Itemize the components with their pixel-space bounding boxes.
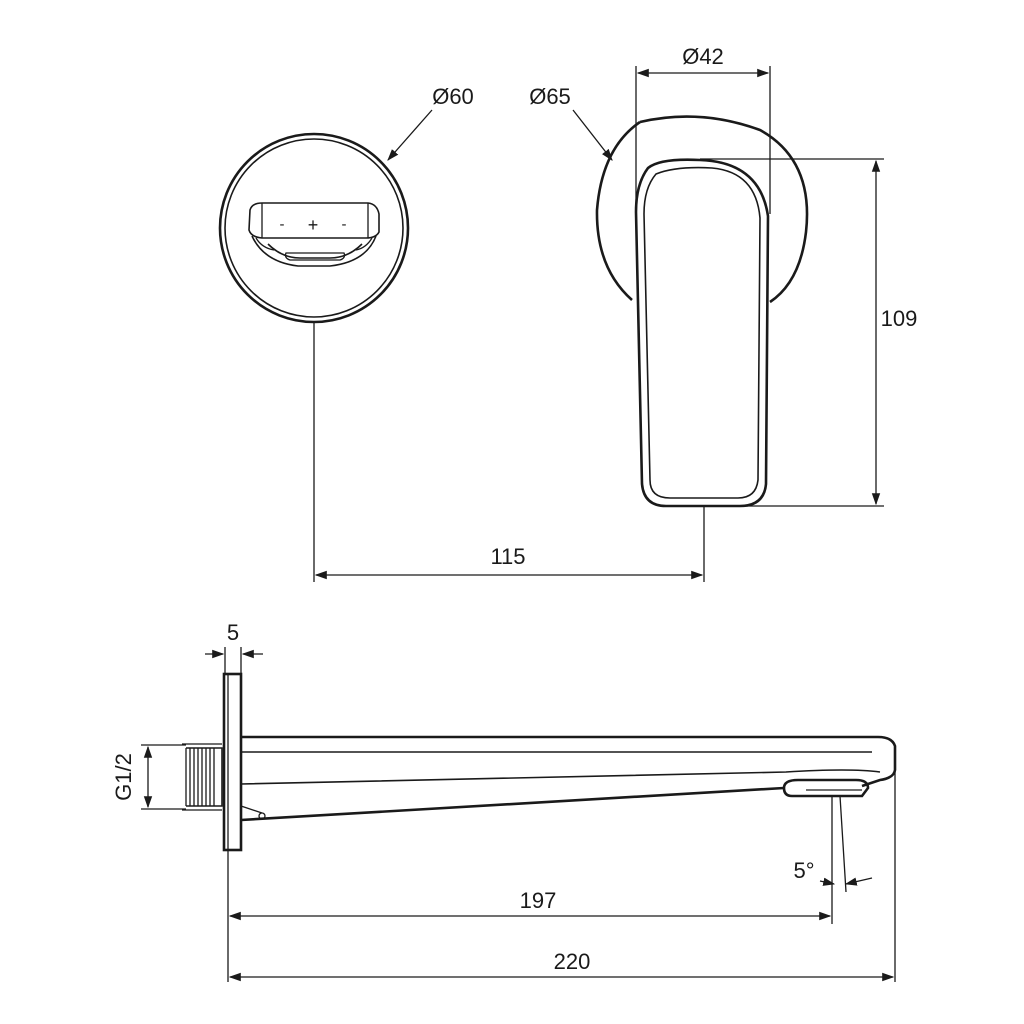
dimension-5-label: 5: [227, 620, 239, 645]
spout-view: [182, 672, 897, 852]
symbol-plus: +: [308, 215, 319, 235]
side-view-lever: [595, 115, 809, 508]
dimension-220-label: 220: [554, 949, 591, 974]
dimension-o65-label: Ø65: [529, 84, 571, 109]
dimension-o42: [635, 66, 771, 214]
dimension-g12: [141, 744, 186, 810]
dimension-197-label: 197: [520, 888, 557, 913]
dimension-197: [227, 796, 833, 982]
dimension-109: [700, 158, 884, 507]
dimension-109-label: 109: [881, 306, 918, 331]
angle-5-degree: [819, 795, 873, 893]
angle-5-degree-label: 5°: [793, 858, 814, 883]
dimension-115: [313, 322, 705, 582]
dimension-5: [205, 647, 263, 674]
symbol-minus-left: -: [280, 216, 285, 233]
dimension-o60-leader: [387, 109, 433, 161]
dimension-g12-label: G1/2: [111, 753, 136, 801]
dimension-o60-label: Ø60: [432, 84, 474, 109]
symbol-minus-right: -: [342, 216, 347, 233]
dimension-115-label: 115: [490, 544, 525, 569]
dimension-220: [228, 770, 896, 982]
dimension-o65-leader: [572, 109, 613, 161]
dimension-o42-label: Ø42: [682, 44, 724, 69]
